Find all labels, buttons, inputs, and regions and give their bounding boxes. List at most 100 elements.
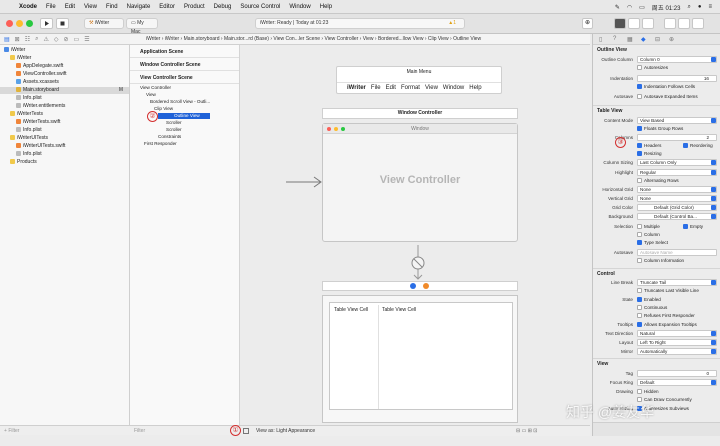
assistant-editor-button[interactable] xyxy=(628,18,640,29)
warning-icon[interactable]: ▲1 xyxy=(448,20,456,26)
stop-button[interactable] xyxy=(56,18,69,29)
mirror-select[interactable]: Automatically xyxy=(637,348,717,355)
library-button[interactable]: ⊕ xyxy=(582,18,593,29)
nav-row-file[interactable]: iWriterTests.swift xyxy=(16,119,60,126)
tag-field[interactable]: 0 xyxy=(637,370,717,377)
menu-product[interactable]: Product xyxy=(183,3,205,10)
table-view-cell[interactable]: Table View Cell xyxy=(382,307,417,313)
menu-preview-item[interactable]: iWriter xyxy=(347,85,366,91)
highlight-select[interactable]: Regular xyxy=(637,169,717,176)
zoom-window-button[interactable] xyxy=(26,20,33,27)
outline-row-selected[interactable]: Outline View xyxy=(158,113,210,119)
jump-item[interactable]: Outline View xyxy=(453,36,482,42)
nav-row-file[interactable]: Info.plist xyxy=(16,127,42,134)
outline-row[interactable]: Constraints xyxy=(158,134,181,140)
file-inspector-icon[interactable]: ▯ xyxy=(599,37,603,43)
user-icon[interactable]: ● xyxy=(697,4,702,10)
nav-row-file[interactable]: Assets.xcassets xyxy=(16,79,59,86)
window-controller-scene-title[interactable]: Window Controller xyxy=(322,108,518,119)
debug-icon[interactable]: ⊘ xyxy=(63,36,69,43)
outline-row[interactable]: View xyxy=(146,92,156,98)
outline-row[interactable]: Scroller xyxy=(166,127,182,133)
autoresizes-subviews-checkbox[interactable]: Autoresizes Subviews xyxy=(637,406,689,411)
toggle-inspector-button[interactable] xyxy=(692,18,704,29)
main-menu-scene[interactable]: Main Menu iWriter File Edit Format View … xyxy=(336,66,502,94)
nav-row-file[interactable]: Info.plist xyxy=(16,95,42,102)
menu-window[interactable]: Window xyxy=(289,3,311,10)
autosave-expanded-checkbox[interactable]: Autosave Expanded Items xyxy=(637,94,698,99)
minimize-window-button[interactable] xyxy=(16,20,23,27)
connections-inspector-icon[interactable]: ⊕ xyxy=(669,37,675,43)
menu-xcode[interactable]: Xcode xyxy=(19,3,38,10)
allows-expansion-checkbox[interactable]: Allows Expansion Tooltips xyxy=(637,322,697,327)
outline-row[interactable]: First Responder xyxy=(144,141,177,147)
pen-icon[interactable]: ✎ xyxy=(614,4,620,11)
first-responder-icon[interactable] xyxy=(423,283,429,289)
menu-file[interactable]: File xyxy=(46,3,56,10)
alternating-rows-checkbox[interactable]: Alternating Rows xyxy=(637,178,679,183)
jump-item[interactable]: Bordered...llow View xyxy=(377,36,424,42)
find-icon[interactable]: ⌕ xyxy=(35,35,39,42)
text-direction-select[interactable]: Natural xyxy=(637,330,717,337)
resizing-checkbox[interactable]: Resizing xyxy=(637,151,662,156)
outline-section[interactable]: Window Controller Scene xyxy=(130,60,239,71)
breakpoint-icon[interactable]: ▭ xyxy=(73,36,80,43)
toggle-navigator-button[interactable] xyxy=(664,18,676,29)
menu-preview-item[interactable]: File xyxy=(370,85,381,91)
view-as-label[interactable]: View as: Light Appearance xyxy=(256,428,316,434)
jump-item[interactable]: View Con...ler Scene xyxy=(273,36,321,42)
can-draw-concurrently-checkbox[interactable]: Can Draw Concurrently xyxy=(637,397,692,402)
outline-row[interactable]: View Controller xyxy=(140,85,171,91)
menu-find[interactable]: Find xyxy=(105,3,118,10)
menu-preview-item[interactable]: Window xyxy=(442,85,465,91)
version-editor-button[interactable] xyxy=(642,18,654,29)
size-inspector-icon[interactable]: ⊟ xyxy=(655,37,661,43)
test-icon[interactable]: ◇ xyxy=(53,36,59,43)
destination-selector[interactable]: ▭ My Mac xyxy=(126,18,158,35)
nav-row-folder[interactable]: iWriterUITests xyxy=(10,135,48,142)
list-icon[interactable]: ≡ xyxy=(708,4,712,10)
nav-row-file[interactable]: iWriter.entitlements xyxy=(16,103,65,110)
horizontal-grid-select[interactable]: None xyxy=(637,186,717,193)
column-information-checkbox[interactable]: Column Information xyxy=(637,258,684,263)
standard-editor-button[interactable] xyxy=(614,18,626,29)
outline-view-preview[interactable]: Table View Cell Table View Cell xyxy=(329,302,513,410)
jump-item[interactable]: View xyxy=(362,36,374,42)
jump-item[interactable]: iWriter xyxy=(146,36,161,42)
vertical-grid-select[interactable]: None xyxy=(637,195,717,202)
jump-item[interactable]: Main.stor...rd (Base) xyxy=(223,36,269,42)
report-icon[interactable]: ☰ xyxy=(84,36,90,43)
identity-inspector-icon[interactable]: ▦ xyxy=(627,37,633,43)
indentation-field[interactable]: 16 xyxy=(637,75,717,82)
nav-row-file[interactable]: iWriterUITests.swift xyxy=(16,143,65,150)
outline-filter[interactable]: Filter xyxy=(130,425,240,435)
outline-column-select[interactable]: Column 0 xyxy=(637,56,717,63)
nav-row-file[interactable]: Info.plist xyxy=(16,151,42,158)
headers-checkbox[interactable]: Headers xyxy=(637,143,661,148)
window-preview[interactable]: Window View Controller xyxy=(322,123,518,242)
attributes-inspector-icon[interactable]: ◆ xyxy=(641,37,646,43)
outline-section[interactable]: View Controller Scene xyxy=(130,73,239,84)
type-select-checkbox[interactable]: Type Select xyxy=(637,240,668,245)
menu-preview-item[interactable]: View xyxy=(425,85,438,91)
grid-color-select[interactable]: Default (Grid Color) xyxy=(637,204,717,211)
scheme-selector[interactable]: ⚒ iWriter xyxy=(84,18,124,29)
jump-item[interactable]: Main.storyboard xyxy=(183,36,220,42)
column-sizing-select[interactable]: Last Column Only xyxy=(637,159,717,166)
menu-view[interactable]: View xyxy=(84,3,97,10)
floats-group-rows-checkbox[interactable]: Floats Group Rows xyxy=(637,126,683,131)
source-control-icon[interactable]: ⊠ xyxy=(14,36,20,43)
navigator-filter[interactable]: + Filter xyxy=(0,425,130,435)
layout-select[interactable]: Left To Right xyxy=(637,339,717,346)
document-outline-toggle-icon[interactable] xyxy=(243,428,249,434)
truncates-last-checkbox[interactable]: Truncates Last Visible Line xyxy=(637,288,699,293)
close-window-button[interactable] xyxy=(6,20,13,27)
view-controller-scene-bar[interactable] xyxy=(322,281,518,291)
nav-row-project[interactable]: iWriter xyxy=(4,47,25,54)
background-select[interactable]: Default (Control Ba... xyxy=(637,213,717,220)
menu-preview-item[interactable]: Format xyxy=(400,85,420,91)
outline-section[interactable]: Application Scene xyxy=(130,47,239,58)
enabled-checkbox[interactable]: Enabled xyxy=(637,297,661,302)
zoom-controls[interactable]: ⊟ ▭ ⊞ ⊡ xyxy=(516,428,538,434)
